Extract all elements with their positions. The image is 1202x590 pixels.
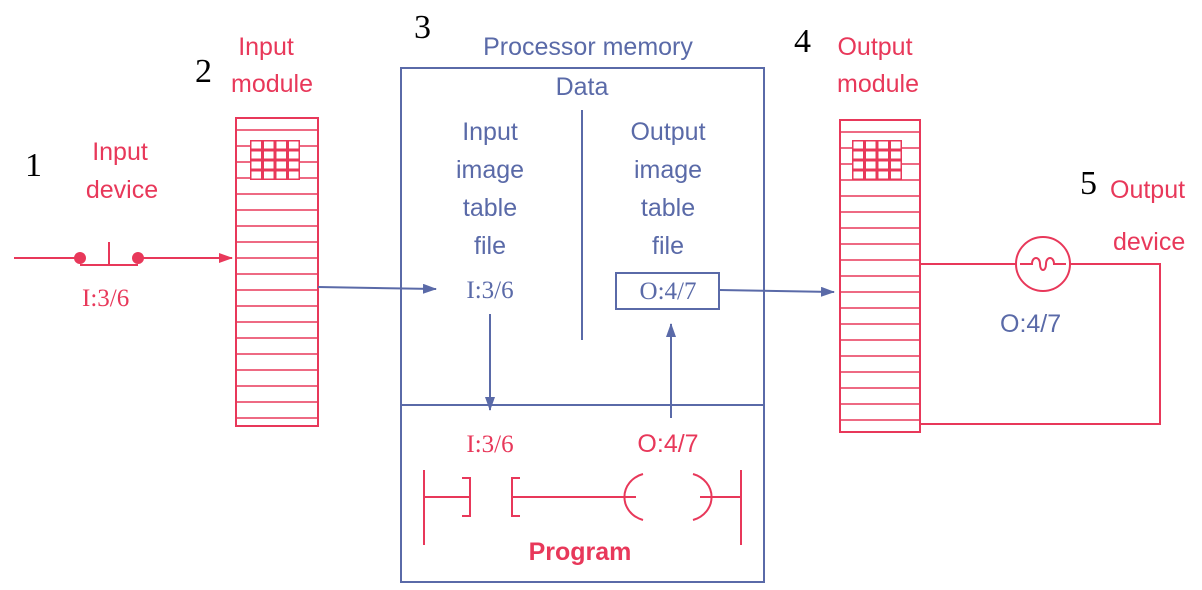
output-device-address: O:4/7 (1000, 310, 1061, 338)
input-module-rack (235, 117, 319, 427)
step-number-4: 4 (794, 23, 811, 60)
input-image-table-line3: table (463, 194, 517, 222)
step-number-3: 3 (414, 9, 431, 46)
indicator-led (289, 141, 299, 149)
input-image-table-line2: image (456, 156, 524, 184)
output-module-label-line2: module (837, 70, 919, 98)
output-device: Output device O:4/7 (920, 176, 1185, 425)
step-number-2: 2 (195, 53, 212, 90)
input-module-label-line1: Input (238, 33, 294, 61)
indicator-led (878, 161, 888, 169)
indicator-led (866, 141, 876, 149)
pushbutton-switch-icon (14, 242, 233, 266)
output-module-indicator-grid (852, 140, 902, 180)
input-device-label-line2: device (86, 176, 158, 204)
arrow-input-to-memory (317, 283, 437, 294)
indicator-led (878, 151, 888, 159)
program-coil-address: O:4/7 (637, 430, 698, 458)
indicator-led (251, 171, 261, 179)
output-module-slots (840, 131, 920, 421)
indicator-led (264, 151, 274, 159)
input-module-label-line2: module (231, 70, 313, 98)
input-module-indicator-grid (250, 140, 300, 180)
output-image-table: Output image table file O:4/7 (615, 118, 720, 310)
indicator-led (276, 141, 286, 149)
contact-icon (424, 477, 632, 517)
output-image-table-line3: table (641, 194, 695, 222)
indicator-led (276, 171, 286, 179)
indicator-led (276, 161, 286, 169)
processor-memory-box (400, 67, 765, 583)
output-image-table-line2: image (634, 156, 702, 184)
input-device-address: I:3/6 (82, 285, 129, 312)
step-number-1: 1 (25, 147, 42, 184)
indicator-led (878, 141, 888, 149)
input-image-table-line1: Input (462, 118, 518, 146)
indicator-led (276, 151, 286, 159)
program-contact-address: I:3/6 (466, 431, 513, 458)
indicator-led (866, 151, 876, 159)
indicator-led (853, 141, 863, 149)
indicator-led (289, 161, 299, 169)
coil-icon (623, 473, 741, 521)
output-wiring (920, 263, 1161, 425)
output-image-table-line1: Output (630, 118, 705, 146)
indicator-led (251, 141, 261, 149)
indicator-led (853, 161, 863, 169)
processor-memory-title: Processor memory (483, 33, 693, 61)
indicator-led (264, 171, 274, 179)
input-image-table: Input image table file I:3/6 (456, 118, 524, 304)
indicator-led (264, 141, 274, 149)
output-module-label-line1: Output (837, 33, 912, 61)
indicator-led (878, 171, 888, 179)
processor-memory: Processor memory Data Input image table … (400, 33, 765, 583)
indicator-led (289, 151, 299, 159)
input-device-label-line1: Input (92, 138, 148, 166)
indicator-led (891, 141, 901, 149)
indicator-led (866, 161, 876, 169)
indicator-led (891, 171, 901, 179)
indicator-led (289, 171, 299, 179)
input-image-table-line4: file (474, 232, 506, 260)
input-module: Input module (231, 33, 319, 427)
indicator-led (264, 161, 274, 169)
output-module: Output module (837, 33, 921, 433)
indicator-led (251, 151, 261, 159)
output-image-address: O:4/7 (640, 278, 697, 305)
indicator-led (251, 161, 261, 169)
indicator-led (891, 151, 901, 159)
input-device: Input device I:3/6 (14, 138, 233, 312)
data-section-label: Data (556, 73, 609, 101)
indicator-led (853, 151, 863, 159)
indicator-led (853, 171, 863, 179)
step-number-5: 5 (1080, 165, 1097, 202)
input-module-slots (236, 129, 318, 419)
ladder-program: I:3/6 O:4/7 Program (423, 430, 742, 566)
program-label: Program (529, 538, 632, 566)
arrow-memory-to-output (718, 286, 835, 297)
lamp-icon (1015, 236, 1071, 292)
output-device-label-line2: device (1113, 228, 1185, 256)
output-device-label-line1: Output (1110, 176, 1185, 204)
output-image-table-line4: file (652, 232, 684, 260)
indicator-led (891, 161, 901, 169)
indicator-led (866, 171, 876, 179)
input-image-address: I:3/6 (466, 277, 513, 304)
